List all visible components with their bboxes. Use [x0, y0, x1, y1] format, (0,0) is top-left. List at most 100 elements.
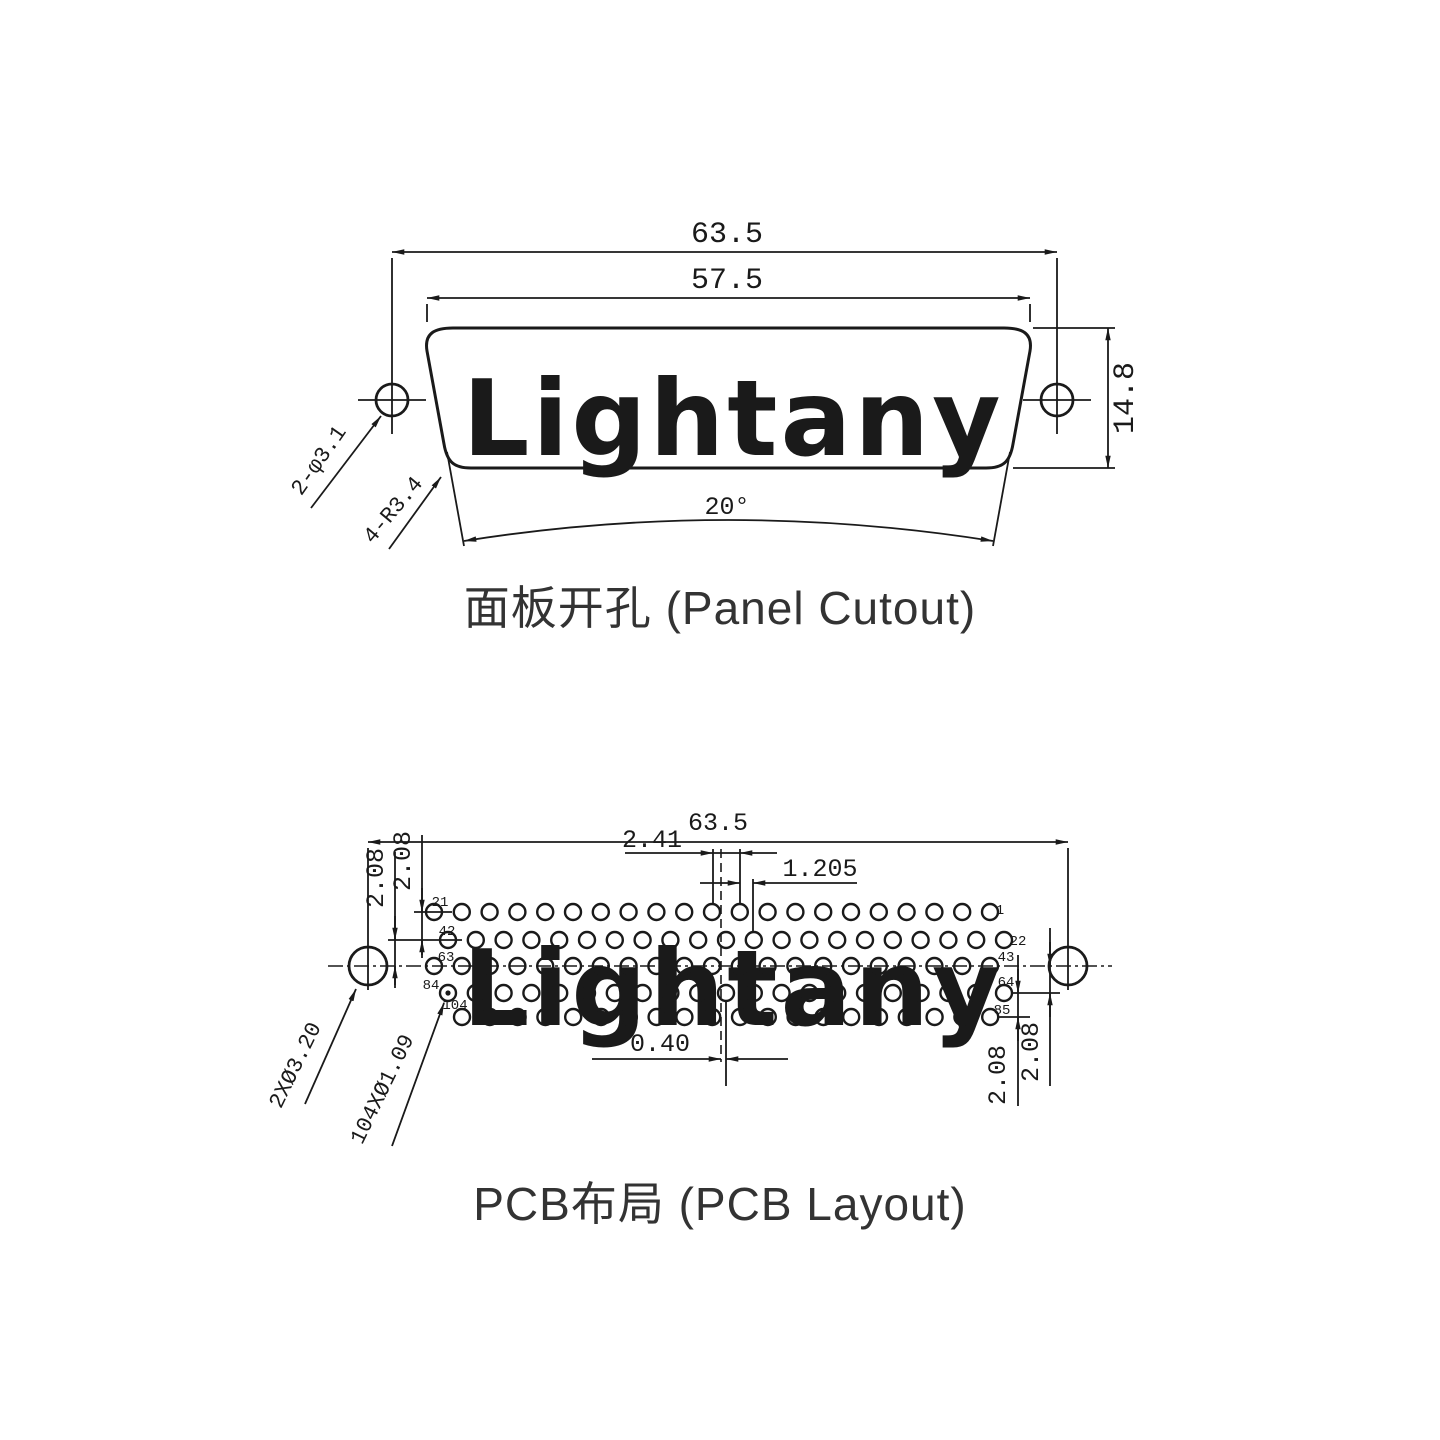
pin-hole — [953, 1007, 972, 1027]
pin-hole — [897, 956, 916, 976]
pin-hole — [730, 902, 749, 922]
angle-extline-right — [992, 451, 1011, 547]
pin-hole — [800, 930, 819, 950]
pin-hole — [689, 983, 708, 1003]
pin-hole — [786, 1007, 805, 1027]
pin-hole — [842, 1007, 861, 1027]
pcb-dim-row-gap-left-inner: 2.08 — [389, 831, 418, 891]
pin-number-label: 85 — [994, 1003, 1011, 1019]
pin-hole — [883, 930, 902, 950]
pin-hole — [563, 902, 583, 922]
pin-hole — [814, 956, 833, 976]
pcb-dim-row-gap-left-outer: 2.08 — [362, 848, 391, 908]
pin-hole — [550, 983, 569, 1003]
pin-hole — [619, 1007, 638, 1027]
pin-hole — [772, 983, 791, 1003]
pin-hole — [508, 1007, 527, 1027]
pin-hole — [828, 983, 847, 1003]
pin-hole — [925, 902, 944, 922]
angle-arc — [463, 519, 994, 542]
panel-dim-14-8: 14.8 — [1109, 362, 1143, 434]
pin-number-label: 43 — [998, 950, 1015, 966]
pin-hole — [703, 1007, 722, 1027]
pin-hole — [647, 1007, 666, 1027]
pcb-dim-stagger: 1.205 — [782, 855, 857, 884]
pin-hole — [994, 983, 1014, 1003]
pin-hole — [730, 1007, 750, 1027]
pin-hole — [911, 930, 930, 950]
pcb-mount-hole-left — [347, 945, 389, 987]
pin-hole — [689, 930, 708, 950]
pin-number-label: 21 — [432, 895, 449, 911]
pin-hole — [953, 902, 972, 922]
pin-hole — [633, 983, 652, 1003]
panel-dim-angle: 20° — [704, 493, 749, 522]
watermark-text-top: Lightany — [462, 358, 1003, 480]
pin-hole — [730, 956, 749, 976]
pin-hole — [744, 983, 763, 1003]
pin-hole — [480, 956, 499, 976]
pin-hole — [883, 983, 902, 1003]
pin-hole — [716, 930, 736, 950]
pcb-leader-pin-holes — [391, 1002, 445, 1147]
pcb-label-mount-holes: 2XØ3.20 — [265, 1019, 328, 1113]
pin-hole — [605, 930, 624, 950]
pin-hole — [605, 983, 624, 1003]
pin-hole — [633, 930, 652, 950]
pin-hole — [994, 930, 1014, 950]
panel-cutout-outline — [425, 326, 1032, 470]
pin-hole — [869, 1007, 889, 1027]
pin-hole — [855, 983, 875, 1003]
pin-hole — [786, 956, 805, 976]
pcb-layout-title: PCB布局 (PCB Layout) — [473, 1178, 966, 1230]
pin-hole — [494, 983, 513, 1003]
pin-hole — [466, 930, 485, 950]
pin-hole — [675, 1007, 694, 1027]
pcb-dim-center-offset: 0.40 — [630, 1030, 690, 1059]
pin-hole — [480, 902, 499, 922]
pin-hole — [897, 1007, 916, 1027]
pin-hole — [452, 902, 471, 922]
pin-hole — [980, 902, 1000, 922]
pin-hole — [925, 956, 944, 976]
pin-hole — [758, 956, 777, 976]
pin-hole — [758, 902, 777, 922]
pin-hole — [828, 930, 847, 950]
panel-dim-57-5: 57.5 — [691, 264, 763, 298]
pin-hole — [939, 983, 958, 1003]
pin-hole — [522, 983, 541, 1003]
pin-hole — [967, 930, 986, 950]
pin-hole — [841, 902, 861, 922]
pin-hole — [647, 956, 666, 976]
pin-hole — [591, 902, 610, 922]
pcb-label-pin-holes: 104XØ1.09 — [346, 1031, 421, 1149]
pin-hole — [772, 930, 791, 950]
pin-hole — [508, 956, 527, 976]
pcb-dim-row-gap-right-outer: 2.08 — [1017, 1022, 1046, 1082]
pin-hole — [702, 902, 722, 922]
pin-hole — [702, 956, 722, 976]
pin-hole — [925, 1007, 944, 1027]
pin-hole — [841, 956, 861, 976]
pin-hole — [939, 930, 958, 950]
pin-hole — [786, 902, 805, 922]
pin-hole — [981, 1007, 1000, 1027]
pin-hole — [980, 956, 1000, 976]
pin-hole — [508, 902, 527, 922]
pin-hole — [466, 983, 485, 1003]
pin-number-label: 63 — [438, 950, 455, 966]
pin-hole — [744, 930, 763, 950]
watermark-layer: Lightany Lightany — [462, 358, 1003, 1050]
pin-hole — [758, 1007, 777, 1027]
pin-hole — [438, 983, 458, 1003]
pin-hole — [591, 1007, 611, 1027]
pin-hole — [536, 1007, 555, 1027]
pin-hole — [591, 956, 610, 976]
pin-number-label: 1 — [996, 903, 1004, 919]
pin-hole — [911, 983, 930, 1003]
pin-hole — [577, 930, 597, 950]
panel-label-mount-holes: 2-φ3.1 — [287, 421, 353, 500]
angle-extline-left — [446, 451, 465, 547]
